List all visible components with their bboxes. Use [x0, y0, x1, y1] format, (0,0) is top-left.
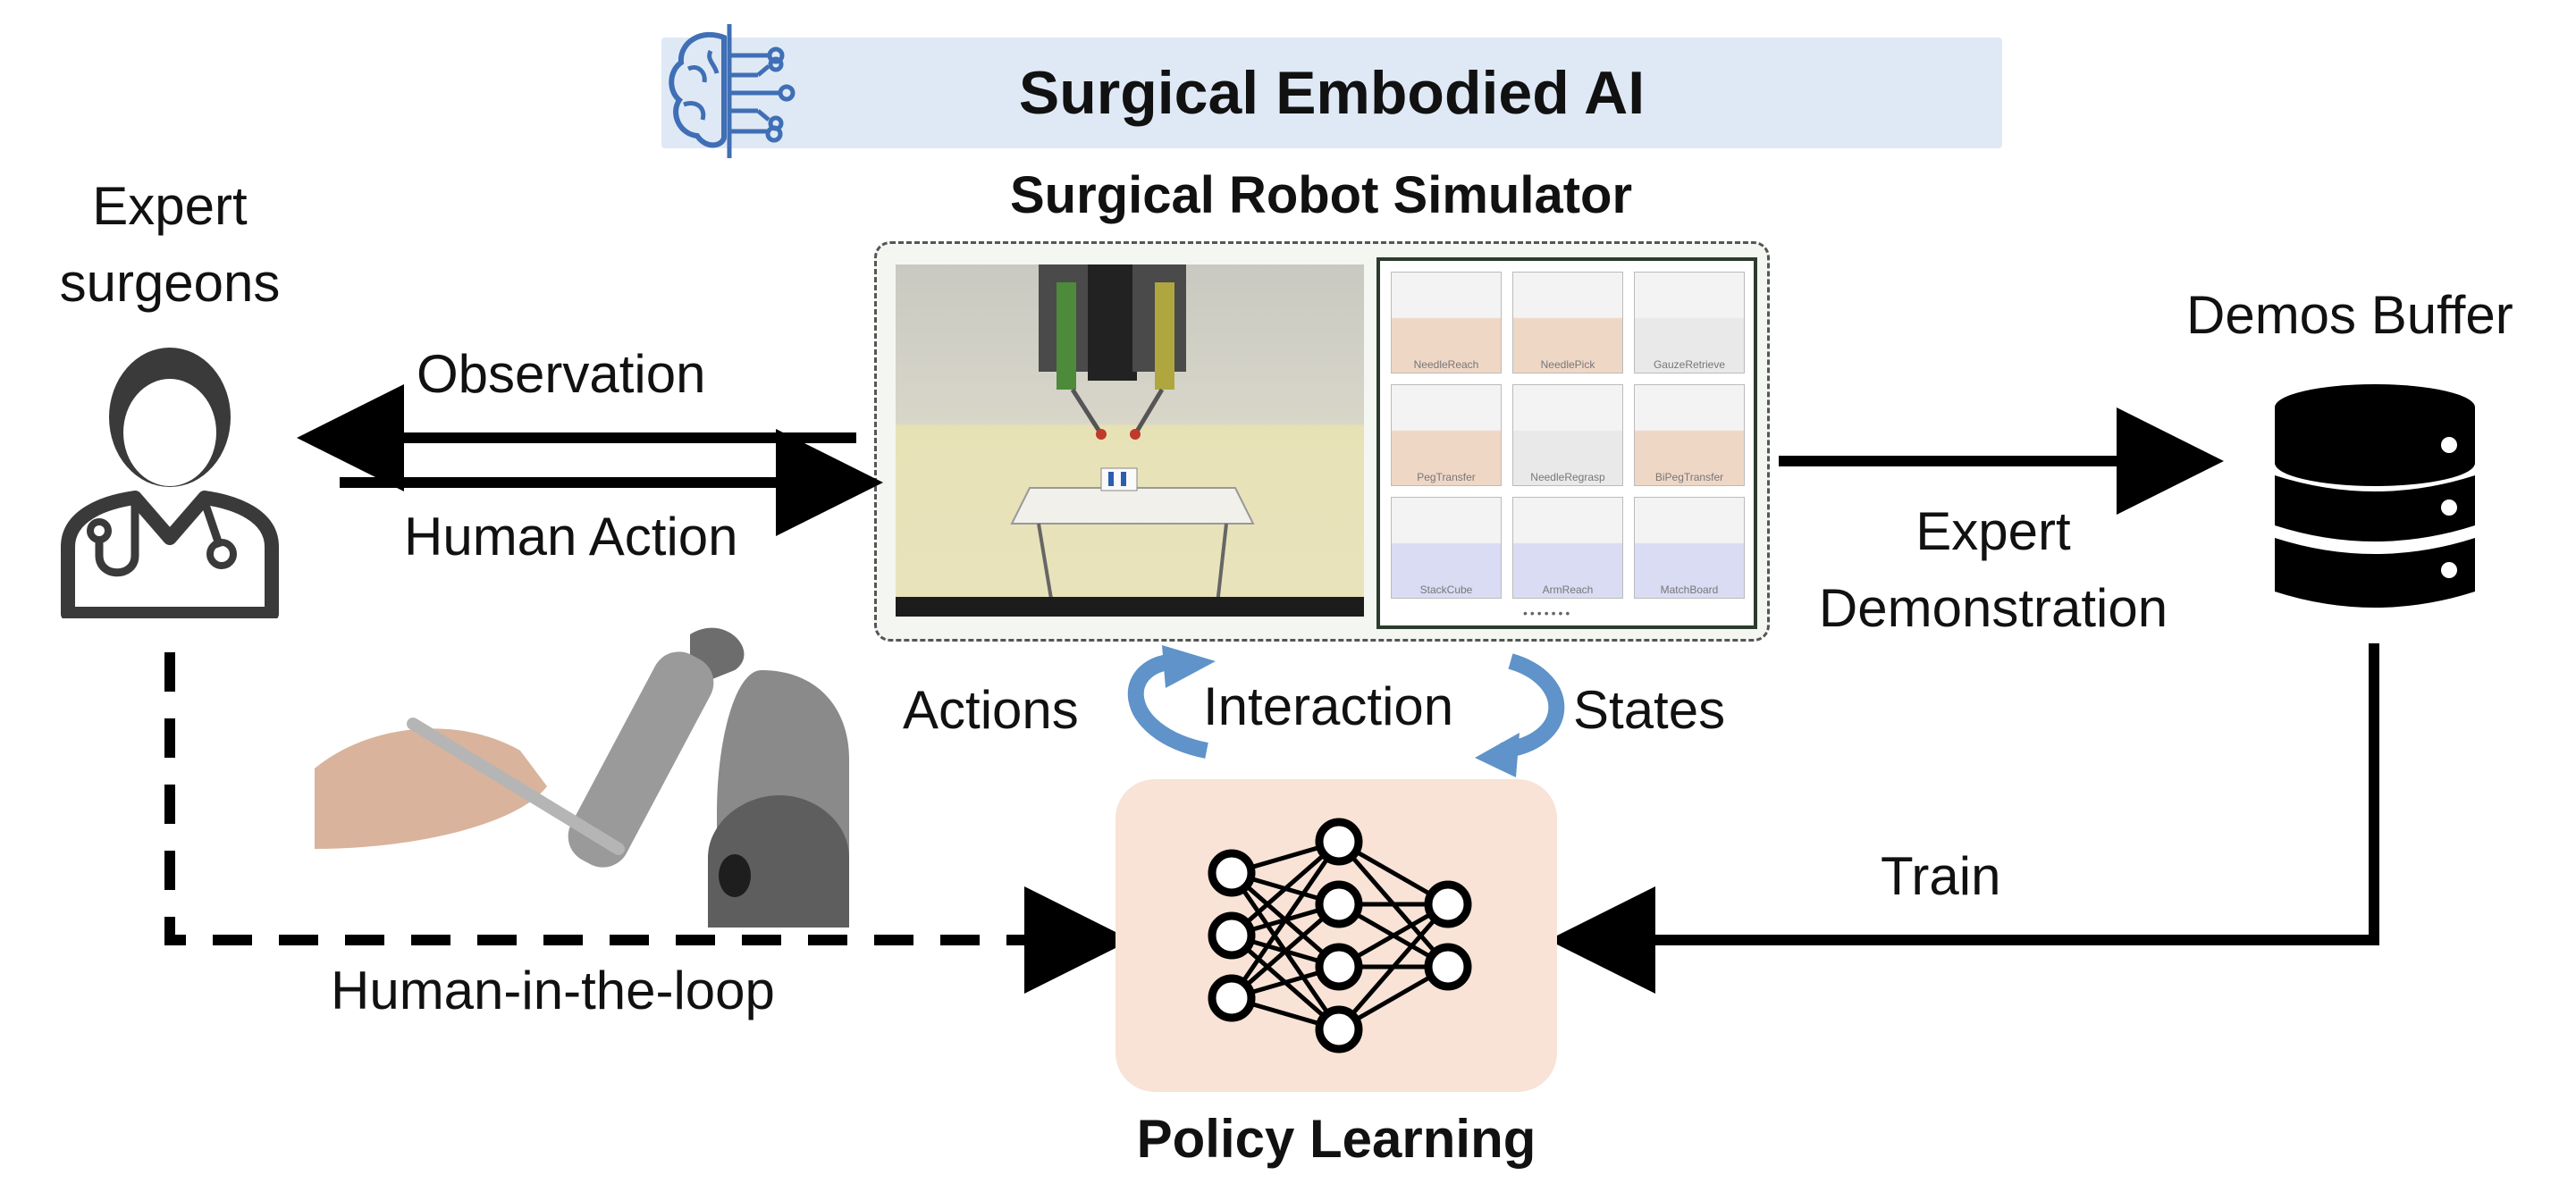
- sim-task-caption: GauzeRetrieve: [1653, 358, 1726, 371]
- simulator-main-view: [896, 264, 1364, 617]
- database-icon: [2275, 384, 2475, 608]
- train-label: Train: [1881, 846, 2001, 906]
- sim-task-tile: MatchBoard: [1634, 497, 1745, 599]
- expert-demo-line2: Demonstration: [1818, 578, 2168, 638]
- sim-task-caption: NeedleRegrasp: [1530, 471, 1605, 483]
- expert-demo-line1: Expert: [1915, 501, 2071, 561]
- sim-task-caption: ArmReach: [1542, 583, 1594, 596]
- diagram-title: Surgical Embodied AI: [1018, 59, 1646, 127]
- neural-network-icon: [1208, 818, 1472, 1053]
- sim-task-tile: PegTransfer: [1391, 384, 1502, 486]
- simulator-title: Surgical Robot Simulator: [1009, 166, 1633, 224]
- sim-task-tile: StackCube: [1391, 497, 1502, 599]
- doctor-stethoscope-icon: [61, 348, 279, 618]
- sim-task-caption: StackCube: [1419, 583, 1473, 596]
- simulator-scene-image: [896, 264, 1364, 617]
- title-banner: Surgical Embodied AI: [661, 38, 2002, 148]
- surgeon-label-line2: surgeons: [59, 253, 281, 313]
- haptic-device-image: [315, 627, 849, 928]
- interaction-label: Interaction: [1203, 676, 1454, 736]
- sim-task-tile: NeedlePick: [1512, 272, 1623, 374]
- sim-task-tile: ArmReach: [1512, 497, 1623, 599]
- sim-task-caption: NeedlePick: [1540, 358, 1595, 371]
- states-label: States: [1573, 680, 1726, 740]
- human-in-the-loop-arrow: [164, 652, 1132, 994]
- sim-task-caption: BiPegTransfer: [1654, 471, 1724, 483]
- sim-task-tile: GauzeRetrieve: [1634, 272, 1745, 374]
- train-arrow: [1548, 643, 2379, 994]
- human-action-label: Human Action: [404, 507, 738, 567]
- sim-task-tile: BiPegTransfer: [1634, 384, 1745, 486]
- observation-label: Observation: [417, 344, 706, 404]
- circular-arrows-icon: [1127, 653, 1565, 759]
- actions-label: Actions: [903, 680, 1079, 740]
- policy-learning-label: Policy Learning: [1136, 1109, 1536, 1169]
- human-in-the-loop-label: Human-in-the-loop: [331, 961, 775, 1020]
- sim-task-caption: MatchBoard: [1660, 583, 1719, 596]
- demos-buffer-label: Demos Buffer: [2186, 285, 2513, 345]
- sim-task-tile: NeedleReach: [1391, 272, 1502, 374]
- brain-circuit-icon: [669, 24, 796, 158]
- sim-task-caption: PegTransfer: [1417, 471, 1476, 483]
- policy-learning-box: [1115, 779, 1557, 1092]
- surgeon-label-line1: Expert: [92, 176, 248, 236]
- grid-ellipsis: •••••••: [1523, 606, 1573, 620]
- sim-task-caption: NeedleReach: [1413, 358, 1479, 371]
- sim-task-tile: NeedleRegrasp: [1512, 384, 1623, 486]
